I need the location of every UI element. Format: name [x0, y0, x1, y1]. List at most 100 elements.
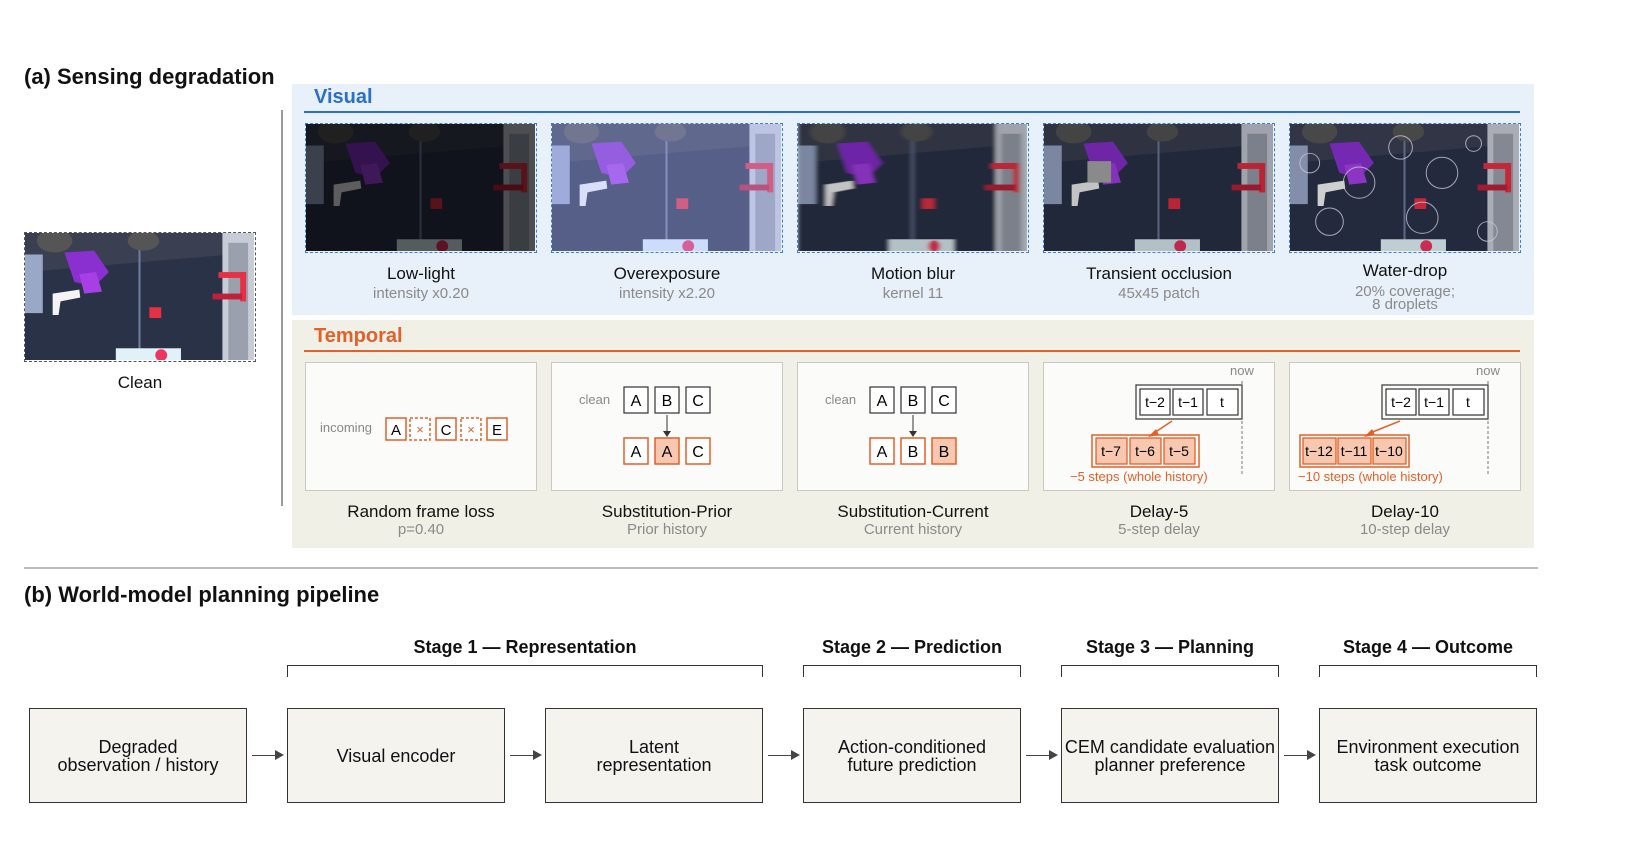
- box-visual-encoder: Visual encoder: [287, 708, 505, 803]
- sub-current-name: Substitution-Current: [837, 502, 989, 521]
- stage4-bracket: [1319, 665, 1537, 677]
- box-prediction-line1: Action-conditioned: [837, 736, 987, 757]
- temporal-title: Temporal: [314, 325, 403, 347]
- lowlight-name: Low-light: [386, 264, 456, 283]
- motion-blur-param: kernel 11: [882, 285, 944, 302]
- sub-prior-top-1: A: [631, 393, 642, 410]
- frame-loss-frame-2: ×: [416, 422, 424, 437]
- delay10-recent-2: t−1: [1424, 394, 1444, 410]
- sub-current-bottom-1: A: [877, 444, 888, 461]
- sub-prior-bottom-1: A: [631, 444, 642, 461]
- delay10-note: −10 steps (whole history): [1298, 469, 1443, 484]
- water-drop-param-2: 8 droplets: [1372, 296, 1438, 313]
- sub-current-label: clean: [825, 392, 856, 407]
- sub-current-param: Current history: [863, 521, 963, 538]
- frame-loss-param: p=0.40: [397, 521, 445, 538]
- arrow-4: [1026, 750, 1058, 760]
- sub-prior-param: Prior history: [626, 521, 708, 538]
- clean-image: [24, 232, 256, 362]
- overexposure-image: [551, 123, 783, 253]
- overexposure-param: intensity x2.20: [619, 285, 715, 302]
- frame-loss-frame-1: A: [391, 422, 401, 439]
- arrow-1: [252, 750, 284, 760]
- delay5-delayed-2: t−6: [1135, 443, 1155, 459]
- delay5-box: now t−2 t−1 t t−7 t−6 t−5 −5: [1043, 362, 1275, 491]
- stage2-bracket: [803, 665, 1021, 677]
- stage3-label: Stage 3 — Planning: [1085, 637, 1255, 657]
- water-drop-param-1: 20% coverage;: [1354, 283, 1456, 300]
- stage4-label: Stage 4 — Outcome: [1342, 637, 1514, 657]
- motion-blur-image: [797, 123, 1029, 253]
- stage1-label: Stage 1 — Representation: [413, 637, 637, 657]
- delay10-recent-1: t−2: [1391, 394, 1411, 410]
- box-env-line2: task outcome: [1374, 754, 1482, 775]
- section-b-title: (b) World-model planning pipeline: [24, 582, 380, 607]
- box-cem-evaluation: CEM candidate evaluation planner prefere…: [1061, 708, 1279, 803]
- box-env-line1: Environment execution: [1336, 736, 1520, 757]
- sub-current-bottom-2: B: [908, 444, 919, 461]
- divider-horizontal: [24, 567, 1538, 569]
- frame-loss-frame-3: C: [441, 422, 452, 439]
- delay5-note: −5 steps (whole history): [1070, 469, 1208, 484]
- delay5-delayed-3: t−5: [1169, 443, 1189, 459]
- occlusion-image: [1043, 123, 1275, 253]
- stage2-label: Stage 2 — Prediction: [821, 637, 1003, 657]
- section-a-title: (a) Sensing degradation: [24, 64, 275, 89]
- frame-loss-box: incoming A × C × E: [305, 362, 537, 491]
- sub-current-top-3: C: [938, 393, 950, 410]
- sub-prior-top-3: C: [692, 393, 704, 410]
- stage3-bracket: [1061, 665, 1279, 677]
- box-degraded-observation: Degraded observation / history: [29, 708, 247, 803]
- divider-vertical: [281, 110, 283, 506]
- sub-prior-label: clean: [579, 392, 610, 407]
- frame-loss-frame-4: ×: [467, 422, 475, 437]
- sub-current-box: clean A B C A B B: [797, 362, 1029, 491]
- box-latent-line2: representation: [596, 754, 712, 775]
- delay5-now: now: [1230, 363, 1254, 378]
- delay10-box: now t−2 t−1 t t−12 t−11 t−10: [1289, 362, 1521, 491]
- overexposure-name: Overexposure: [613, 264, 721, 283]
- delay10-name: Delay-10: [1370, 502, 1440, 521]
- sub-prior-bottom-2: A: [662, 444, 673, 461]
- delay5-recent-3: t: [1220, 394, 1224, 410]
- box-cem-line2: planner preference: [1094, 754, 1246, 775]
- water-drop-name: Water-drop: [1362, 261, 1448, 280]
- delay5-delayed-1: t−7: [1101, 443, 1121, 459]
- visual-rule: [304, 111, 1520, 113]
- visual-title: Visual: [314, 86, 373, 108]
- temporal-rule: [304, 350, 1520, 352]
- delay5-param: 5-step delay: [1118, 521, 1200, 538]
- sub-prior-name: Substitution-Prior: [601, 502, 733, 521]
- motion-blur-name: Motion blur: [870, 264, 956, 283]
- box-degraded-line1: Degraded: [98, 736, 178, 757]
- occlusion-name: Transient occlusion: [1086, 264, 1232, 283]
- delay10-param: 10-step delay: [1359, 521, 1451, 538]
- box-degraded-line2: observation / history: [57, 754, 219, 775]
- box-latent-line1: Latent: [628, 736, 680, 757]
- box-environment-execution: Environment execution task outcome: [1319, 708, 1537, 803]
- clean-label: Clean: [117, 373, 163, 392]
- sub-prior-bottom-3: C: [692, 444, 704, 461]
- sub-current-top-2: B: [908, 393, 919, 410]
- arrow-5: [1284, 750, 1316, 760]
- frame-loss-frame-5: E: [492, 422, 502, 439]
- sub-prior-top-2: B: [662, 393, 673, 410]
- delay5-recent-2: t−1: [1178, 394, 1198, 410]
- occlusion-param: 45x45 patch: [1118, 285, 1200, 302]
- sub-current-top-1: A: [877, 393, 888, 410]
- box-encoder-line1: Visual encoder: [336, 745, 456, 766]
- frame-loss-name: Random frame loss: [347, 502, 495, 521]
- delay10-now: now: [1476, 363, 1500, 378]
- box-prediction-line2: future prediction: [847, 754, 977, 775]
- box-cem-line1: CEM candidate evaluation: [1064, 736, 1276, 757]
- delay5-name: Delay-5: [1129, 502, 1189, 521]
- delay5-recent-1: t−2: [1145, 394, 1165, 410]
- lowlight-param: intensity x0.20: [373, 285, 469, 302]
- delay10-delayed-2: t−11: [1341, 443, 1368, 459]
- sub-prior-box: clean A B C A A C: [551, 362, 783, 491]
- lowlight-image: [305, 123, 537, 253]
- box-latent-representation: Latent representation: [545, 708, 763, 803]
- delay10-delayed-1: t−12: [1305, 443, 1333, 459]
- stage1-bracket: [287, 665, 763, 677]
